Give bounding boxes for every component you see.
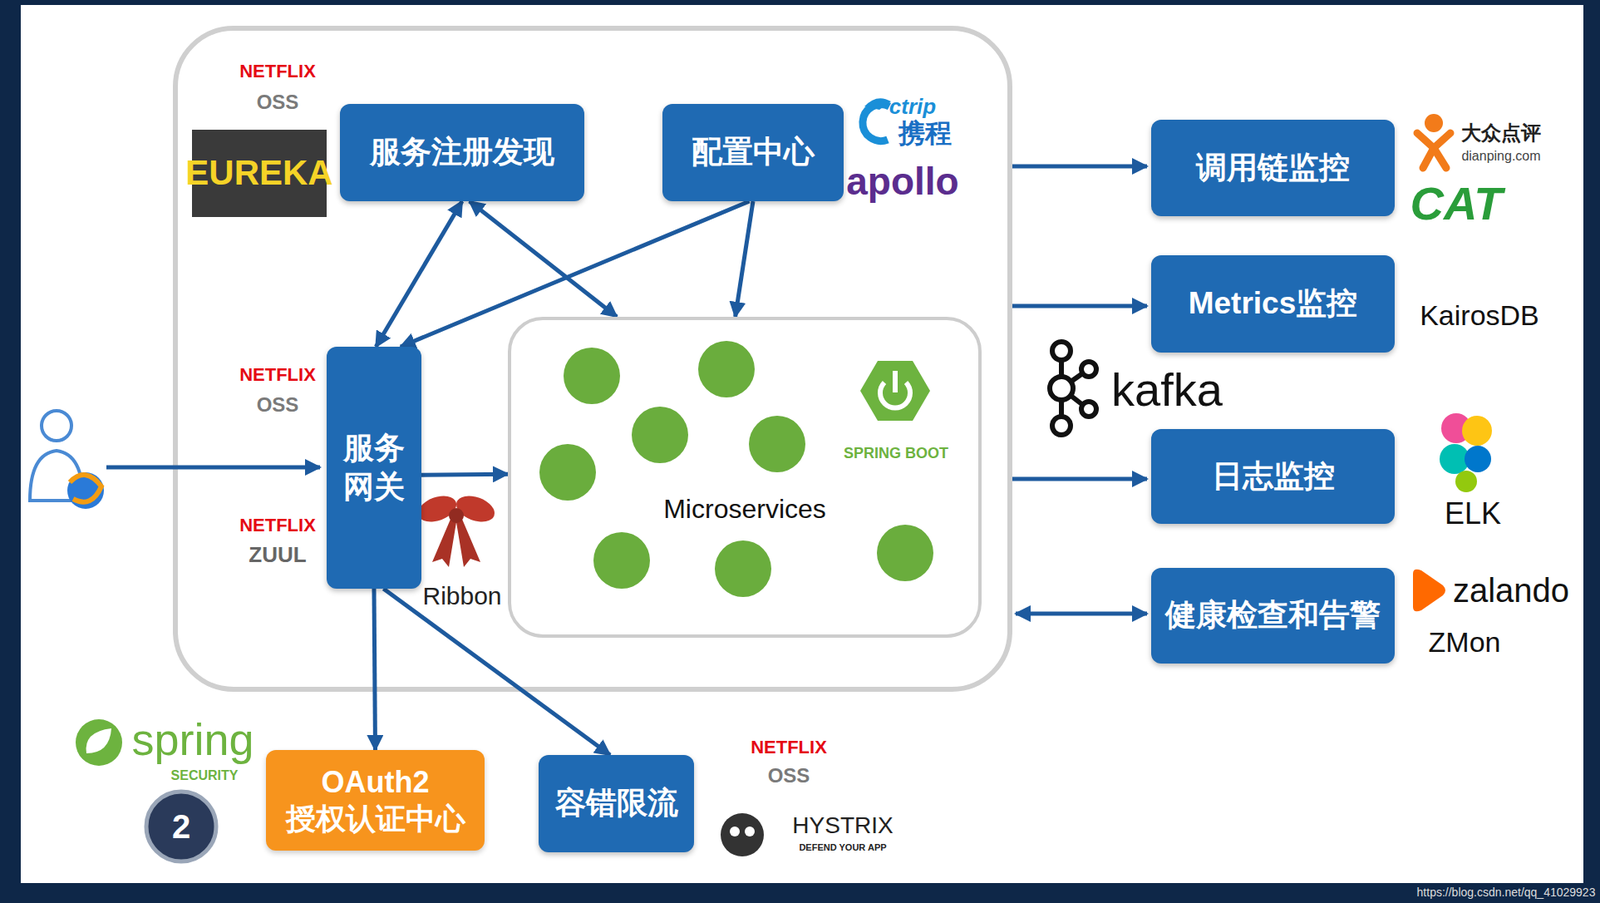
dianping-logo: dianping.com: [1461, 148, 1541, 164]
zuul-logo: ZUUL: [248, 542, 306, 567]
power-symbol: [892, 370, 898, 393]
ctrip-logo: ctrip: [889, 94, 936, 119]
hystrix-eye: [744, 826, 755, 837]
spring-leaf: [86, 728, 112, 754]
ctrip-fin: [864, 98, 892, 110]
connector: [383, 588, 611, 755]
monitor-arrow: [1012, 477, 1148, 482]
netflix-logo: NETFLIX: [750, 737, 828, 758]
oss-logo: OSS: [256, 91, 300, 114]
ctrip-logo: [862, 104, 890, 142]
node-label: 服务网关: [343, 428, 405, 507]
apollo-logo: apollo: [846, 160, 959, 203]
monitor-arrow: [1012, 304, 1148, 309]
connector: [421, 473, 508, 475]
logging-box: 日志监控: [1151, 428, 1395, 524]
spring-logo: spring: [131, 714, 254, 764]
system-boundary: [175, 28, 1010, 690]
monitor-arrow: [1015, 611, 1148, 616]
node-label: 调用链监控: [1196, 149, 1350, 187]
ctrip-logo: 携程: [898, 118, 952, 148]
hystrix-eye: [729, 826, 740, 837]
registry-box: 服务注册发现: [339, 103, 585, 202]
hystrix-logo: HYSTRIX: [792, 812, 893, 839]
ribbon-bow: [414, 491, 499, 567]
netflix-logo: NETFLIX: [239, 515, 316, 536]
tracing-box: 调用链监控: [1151, 119, 1395, 217]
watermark: https://blog.csdn.net/qq_41029923: [1417, 886, 1596, 899]
node-label: Microservices: [663, 492, 827, 525]
node-label: OAuth2 授权认证中心: [279, 763, 473, 836]
metrics-box: Metrics监控: [1151, 255, 1395, 353]
panel: [20, 4, 1584, 883]
eureka-logo: EUREKA: [185, 153, 333, 192]
dianping-logo: [1417, 132, 1451, 168]
node-label: 配置中心: [691, 133, 815, 171]
oss-logo: OSS: [256, 393, 300, 416]
node-label: 容错限流: [555, 784, 679, 822]
connector: [400, 201, 750, 347]
dianping-logo: [1424, 113, 1443, 133]
node-label: 健康检查和告警: [1165, 596, 1381, 634]
security-logo: SECURITY: [171, 768, 239, 783]
connector: [469, 201, 617, 317]
connector: [374, 588, 376, 750]
elk-logo: [1439, 413, 1492, 493]
monitor-arrow: [1012, 164, 1148, 169]
netflix-logo: NETFLIX: [239, 61, 316, 82]
hystrix-tagline: DEFEND YOUR APP: [798, 841, 887, 852]
kafka-logo: kafka: [1111, 364, 1223, 416]
spring-boot-logo: [860, 360, 931, 421]
health-box: 健康检查和告警: [1151, 567, 1395, 664]
ribbon-logo: Ribbon: [422, 581, 502, 610]
node-label: 日志监控: [1211, 457, 1335, 495]
browser-globe: [67, 472, 104, 509]
node-label: Metrics监控: [1188, 285, 1359, 322]
hystrix-logo: [720, 812, 764, 857]
oss-logo: OSS: [768, 764, 811, 787]
cat-logo: CAT: [1410, 177, 1503, 230]
auth-box: OAuth2 授权认证中心: [265, 749, 485, 851]
oauth-badge: [146, 791, 217, 862]
circuit-box: 容错限流: [538, 754, 695, 852]
microservices-box: Microservices: [507, 316, 982, 638]
browser-swirl: [69, 474, 102, 503]
spring-boot-logo: SPRING BOOT: [843, 445, 949, 463]
netflix-logo: NETFLIX: [239, 364, 316, 385]
connector: [735, 201, 754, 317]
user-arrow: [106, 465, 320, 470]
elk-logo: ELK: [1444, 497, 1502, 531]
zalando-logo: [1412, 569, 1446, 612]
kafka-logo: [1049, 341, 1097, 435]
config-box: 配置中心: [662, 103, 844, 202]
kairosdb-logo: KairosDB: [1419, 300, 1540, 331]
microservice-circles: [539, 340, 934, 597]
user-head: [41, 410, 72, 441]
zmon-logo: ZMon: [1428, 626, 1502, 658]
gateway-box: 服务网关: [326, 346, 422, 589]
spring-logo: [75, 718, 123, 766]
zalando-logo: zalando: [1452, 571, 1570, 609]
dianping-logo: 大众点评: [1461, 122, 1541, 144]
node-label: 服务注册发现: [369, 133, 555, 171]
oauth-badge: 2: [172, 807, 191, 845]
